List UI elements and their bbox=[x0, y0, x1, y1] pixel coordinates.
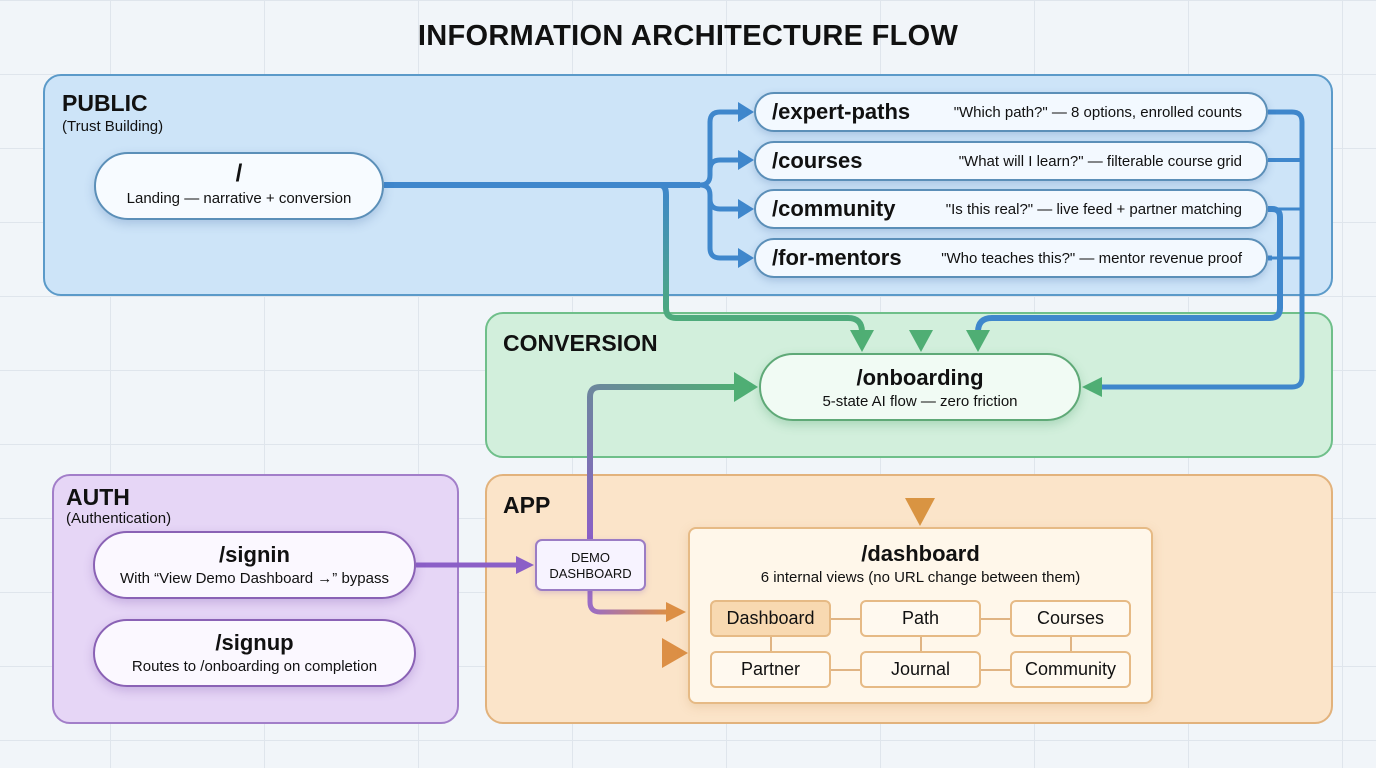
zone-auth-title: AUTH bbox=[66, 484, 130, 510]
arrowhead-onboarding-right-top bbox=[966, 330, 990, 352]
connector-branch-for-mentors bbox=[707, 199, 740, 261]
node-courses[interactable]: /courses "What will I learn?" — filterab… bbox=[754, 141, 1268, 181]
connector-landing-onboarding bbox=[659, 182, 865, 333]
arrowhead-for-mentors bbox=[738, 248, 754, 268]
view-link bbox=[831, 618, 861, 620]
node-expert-paths[interactable]: /expert-paths "Which path?" — 8 options,… bbox=[754, 92, 1268, 132]
arrowhead-community bbox=[738, 199, 754, 219]
node-route: /courses bbox=[772, 148, 863, 173]
arrowhead-onboarding-right bbox=[1082, 377, 1102, 397]
view-link bbox=[1070, 637, 1072, 651]
node-route: /expert-paths bbox=[772, 99, 911, 124]
node-dashboard[interactable]: /dashboard 6 internal views (no URL chan… bbox=[688, 527, 1153, 704]
node-signin-route: /signin bbox=[219, 542, 290, 567]
view-path[interactable]: Path bbox=[860, 600, 981, 637]
zone-app-title: APP bbox=[503, 492, 551, 518]
view-partner[interactable]: Partner bbox=[710, 651, 831, 688]
node-dashboard-route: /dashboard bbox=[861, 541, 980, 566]
zone-public-subtitle: (Trust Building) bbox=[62, 118, 164, 135]
zone-auth-subtitle: (Authentication) bbox=[66, 510, 172, 527]
node-signin-desc: With “View Demo Dashboard →” bypass bbox=[120, 570, 389, 587]
node-landing-route: / bbox=[235, 160, 243, 187]
arrowhead-onboarding-center bbox=[909, 330, 933, 352]
arrowhead-demo bbox=[516, 556, 534, 574]
connector-outer-loop bbox=[1100, 109, 1305, 390]
view-link bbox=[831, 669, 861, 671]
view-link bbox=[981, 669, 1011, 671]
node-demo-dashboard[interactable]: DEMO DASHBOARD bbox=[535, 539, 646, 591]
view-link bbox=[981, 618, 1011, 620]
arrowhead-onboarding-left-mid bbox=[734, 372, 758, 402]
connector-branch-community bbox=[699, 182, 740, 212]
node-route: /for-mentors bbox=[772, 245, 902, 270]
arrowhead-dashboard-signup bbox=[662, 638, 688, 668]
view-link bbox=[770, 637, 772, 651]
zone-public-title: PUBLIC bbox=[62, 90, 148, 116]
node-route: /community bbox=[772, 196, 896, 221]
node-signup[interactable]: /signup Routes to /onboarding on complet… bbox=[93, 619, 416, 687]
arrowhead-courses bbox=[738, 150, 754, 170]
node-desc: "Is this real?" — live feed + partner ma… bbox=[945, 201, 1242, 218]
view-journal[interactable]: Journal bbox=[860, 651, 981, 688]
node-desc: "Who teaches this?" — mentor revenue pro… bbox=[941, 250, 1242, 267]
view-dashboard[interactable]: Dashboard bbox=[710, 600, 831, 637]
diagram-title: INFORMATION ARCHITECTURE FLOW bbox=[417, 20, 959, 52]
arrowhead-onboarding-left bbox=[850, 330, 874, 352]
arrowhead-dashboard-demo bbox=[666, 602, 686, 622]
connector-branch-expert-paths bbox=[699, 109, 740, 188]
node-signin[interactable]: /signin With “View Demo Dashboard →” byp… bbox=[93, 531, 416, 599]
node-onboarding-route: /onboarding bbox=[856, 365, 984, 390]
node-for-mentors[interactable]: /for-mentors "Who teaches this?" — mento… bbox=[754, 238, 1268, 278]
node-dashboard-desc: 6 internal views (no URL change between … bbox=[760, 569, 1081, 586]
connector-demo-onboarding bbox=[587, 384, 738, 539]
demo-line1: DEMO bbox=[571, 550, 610, 565]
node-desc: "Which path?" — 8 options, enrolled coun… bbox=[953, 104, 1242, 121]
view-community[interactable]: Community bbox=[1010, 651, 1131, 688]
zone-conversion-title: CONVERSION bbox=[503, 330, 658, 356]
node-desc: "What will I learn?" — filterable course… bbox=[958, 153, 1242, 170]
connector-community-onboarding bbox=[975, 206, 1283, 333]
node-signup-desc: Routes to /onboarding on completion bbox=[131, 658, 378, 675]
arrowhead-dashboard bbox=[905, 498, 935, 526]
node-onboarding[interactable]: /onboarding 5-state AI flow — zero frict… bbox=[759, 353, 1081, 421]
node-community[interactable]: /community "Is this real?" — live feed +… bbox=[754, 189, 1268, 229]
connector-demo-dashboard bbox=[587, 591, 668, 615]
node-onboarding-desc: 5-state AI flow — zero friction bbox=[822, 393, 1018, 410]
node-landing-desc: Landing — narrative + conversion bbox=[126, 190, 352, 207]
node-landing[interactable]: / Landing — narrative + conversion bbox=[94, 152, 384, 220]
demo-line2: DASHBOARD bbox=[549, 566, 632, 581]
arrowhead-expert-paths bbox=[738, 102, 754, 122]
connector-branch-courses bbox=[707, 157, 740, 171]
view-courses[interactable]: Courses bbox=[1010, 600, 1131, 637]
view-link bbox=[920, 637, 922, 651]
node-signup-route: /signup bbox=[215, 630, 294, 655]
